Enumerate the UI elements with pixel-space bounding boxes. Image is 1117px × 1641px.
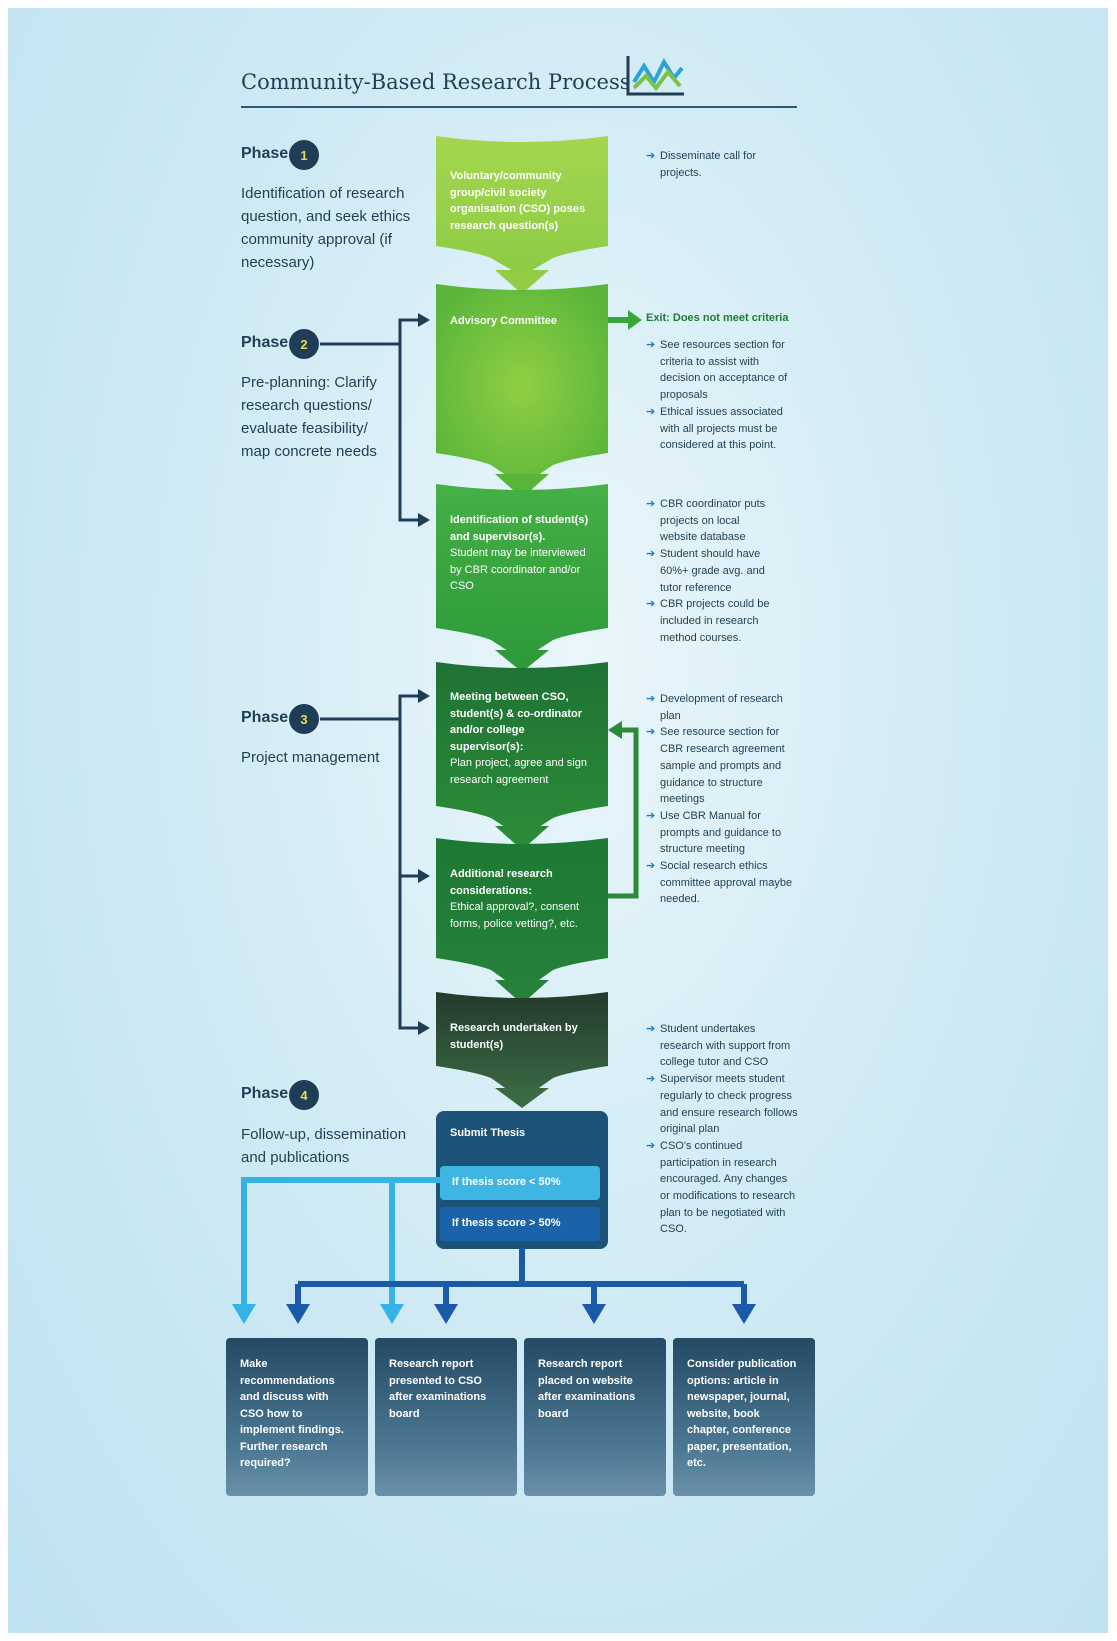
title-underline	[241, 106, 797, 108]
note-item: ➔Supervisor meets student regularly to c…	[646, 1073, 798, 1136]
score-high-option: If thesis score > 50%	[440, 1207, 600, 1241]
step-7-text: Submit Thesis	[450, 1127, 526, 1139]
note-item: ➔CBR coordinator puts projects on local …	[646, 498, 766, 544]
step-3-text: Identification of student(s) and supervi…	[450, 514, 589, 592]
step-4-shape	[436, 662, 608, 838]
diagram-page: Community-Based Research Process Phase 1…	[8, 8, 1108, 1633]
outcome-report-presented: Research report presented to CSO after e…	[375, 1338, 517, 1496]
score-low-option: If thesis score < 50%	[440, 1166, 600, 1200]
step-5-shape	[436, 838, 608, 992]
note-item: ➔Ethical issues associated with all proj…	[646, 405, 783, 452]
note-arrow-icon: ➔	[646, 1073, 656, 1086]
step-2-shape	[436, 284, 608, 486]
note-arrow-icon: ➔	[646, 498, 656, 510]
note-item: ➔See resource section for CBR research a…	[646, 726, 785, 806]
note-arrow-icon: ➔	[646, 405, 656, 418]
note-item: ➔Development of research plan	[646, 693, 783, 722]
outcome-publication-options: Consider publication options: article in…	[673, 1338, 815, 1496]
note-arrow-icon: ➔	[646, 150, 656, 162]
note-item: ➔Disseminate call for projects.	[646, 150, 756, 179]
note-arrow-icon: ➔	[646, 726, 656, 739]
chart-logo-icon	[626, 56, 684, 96]
step-1-shape	[436, 136, 608, 276]
note-arrow-icon: ➔	[646, 693, 656, 705]
note-arrow-icon: ➔	[646, 598, 656, 611]
notes-group-2: ➔See resources section for criteria to a…	[646, 337, 796, 454]
step-4-text: Meeting between CSO, student(s) & co-ord…	[450, 691, 587, 786]
flow-connectors	[232, 136, 756, 1324]
note-item: ➔CBR projects could be included in resea…	[646, 598, 770, 644]
note-arrow-icon: ➔	[646, 548, 656, 561]
phase-2-description: Pre-planning: Clarify research questions…	[241, 374, 377, 460]
page-title: Community-Based Research Process	[241, 70, 631, 94]
phase-1-number: 1	[289, 140, 319, 170]
note-arrow-icon: ➔	[646, 809, 656, 822]
note-arrow-icon: ➔	[646, 1023, 656, 1035]
phase-3-label: Phase	[241, 709, 289, 726]
exit-label: Exit: Does not meet criteria	[646, 312, 789, 324]
note-item: ➔See resources section for criteria to a…	[646, 339, 788, 402]
phase-3-number: 3	[289, 704, 319, 734]
phase-2-number: 2	[289, 329, 319, 359]
note-item: ➔Social research ethics committee approv…	[646, 860, 793, 906]
note-arrow-icon: ➔	[646, 860, 656, 873]
outcome-report-website: Research report placed on website after …	[524, 1338, 666, 1496]
phase-4-description: Follow-up, dissemination and publication…	[241, 1126, 407, 1166]
notes-group-1: ➔Disseminate call for projects.	[646, 148, 756, 181]
step-5-text: Additional research considerations:Ethic…	[450, 868, 580, 930]
phase-3-description: Project management	[241, 749, 380, 766]
phase-1-description: Identification of research question, and…	[241, 185, 411, 271]
step-2-text: Advisory Committee	[450, 315, 557, 327]
note-item: ➔CSO's continued participation in resear…	[646, 1139, 796, 1236]
note-arrow-icon: ➔	[646, 339, 656, 351]
note-item: ➔Use CBR Manual for prompts and guidance…	[646, 809, 782, 856]
note-item: ➔Student undertakes research with suppor…	[646, 1023, 791, 1069]
step-1-text: Voluntary/community group/civil society …	[450, 170, 586, 232]
note-arrow-icon: ➔	[646, 1139, 656, 1152]
outcome-recommendations: Make recommendations and discuss with CS…	[226, 1338, 368, 1496]
phase-2-label: Phase	[241, 334, 289, 351]
step-6-shape	[436, 992, 608, 1100]
step-6-text: Research undertaken by student(s)	[450, 1022, 578, 1051]
step-3-shape	[436, 484, 608, 660]
phase-1-label: Phase	[241, 145, 289, 162]
notes-group-4: ➔Development of research plan ➔See resou…	[646, 691, 794, 908]
phase-4-number: 4	[289, 1080, 319, 1110]
phase-4-label: Phase	[241, 1085, 289, 1102]
notes-group-5: ➔Student undertakes research with suppor…	[646, 1021, 798, 1238]
note-item: ➔Student should have 60%+ grade avg. and…	[646, 548, 765, 594]
notes-group-3: ➔CBR coordinator puts projects on local …	[646, 496, 774, 646]
